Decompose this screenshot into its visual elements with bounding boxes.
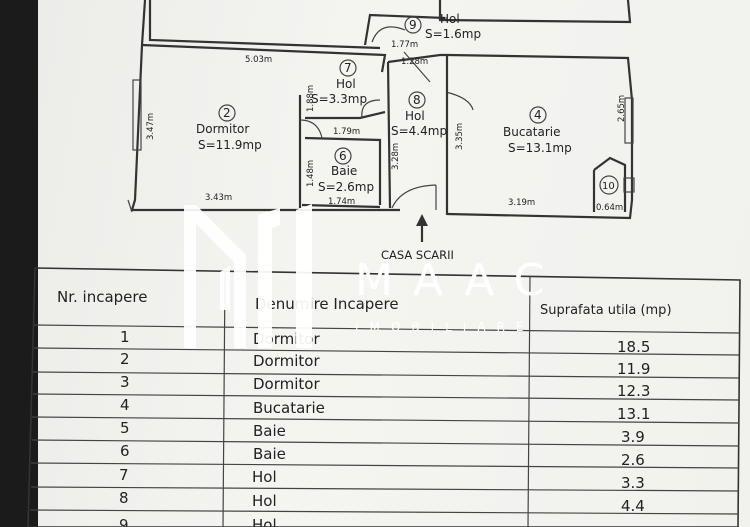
col-header-nr: Nr. incapere [57, 288, 147, 306]
watermark-brand: MAAC [355, 255, 564, 306]
dimension-labels: 5.03m 3.47m 3.43m 1.88m 1.79m 1.48m 1.74… [146, 40, 627, 213]
row-nr: 7 [119, 466, 129, 484]
room-8-area: S=4.4mp [391, 124, 447, 138]
col-header-area: Suprafata utila (mp) [540, 303, 672, 318]
row-name: Hol [252, 516, 277, 527]
room-4-area: S=13.1mp [508, 141, 572, 155]
room-4-name: Bucatarie [503, 125, 561, 139]
dim-label: 1.74m [328, 197, 355, 207]
room-6-area: S=2.6mp [318, 180, 374, 194]
dim-label: 1.88m [306, 85, 316, 112]
row-name: Bucatarie [253, 399, 325, 417]
dim-label: 3.19m [508, 198, 535, 208]
row-name: Hol [252, 468, 277, 486]
row-name: Hol [252, 492, 277, 510]
col-header-name: Denumire Incapere [255, 295, 399, 313]
dim-label: 3.47m [146, 113, 156, 140]
row-area: 11.9 [617, 360, 650, 378]
row-area: 12.3 [617, 382, 650, 400]
room-6-name: Baie [331, 164, 357, 178]
row-area: 18.5 [617, 338, 650, 356]
dim-label: 0.64m [596, 203, 623, 213]
rooms-table: Nr. incapere Denumire Incapere Suprafata… [27, 267, 741, 527]
row-nr: 4 [120, 396, 130, 414]
row-name: Baie [253, 422, 286, 440]
dim-label: 1.28m [401, 57, 428, 67]
row-nr: 9 [119, 516, 129, 527]
room-6-number: 6 [339, 149, 347, 163]
row-name: Dormitor [253, 352, 320, 370]
row-nr: 2 [120, 350, 130, 368]
row-area: 3.3 [621, 474, 645, 492]
row-area: 4.4 [621, 497, 645, 515]
row-area: 2.6 [621, 451, 645, 469]
row-area: 13.1 [617, 405, 650, 423]
row-nr: 5 [120, 419, 130, 437]
room-2-number: 2 [223, 106, 231, 120]
row-nr: 1 [120, 328, 130, 346]
row-nr: 6 [120, 442, 130, 460]
watermark-tagline: IMOBILIARE [355, 320, 534, 334]
dim-label: 1.79m [333, 127, 360, 137]
dim-label: 1.48m [306, 160, 316, 187]
dim-label: 3.35m [455, 123, 465, 150]
room-9-name: Hol [440, 12, 460, 26]
room-4-number: 4 [534, 108, 542, 122]
row-name: Dormitor [253, 375, 320, 393]
row-nr: 3 [120, 373, 130, 391]
dim-label: 2.65m [617, 95, 627, 122]
dim-label: 5.03m [245, 55, 272, 65]
room-9-number: 9 [409, 18, 417, 32]
room-labels: 2 Dormitor S=11.9mp 4 Bucatarie S=13.1mp… [196, 12, 619, 195]
room-2-area: S=11.9mp [198, 138, 262, 152]
dim-label: 3.43m [205, 193, 232, 203]
room-7-name: Hol [336, 77, 356, 91]
room-2-name: Dormitor [196, 122, 249, 136]
room-8-number: 8 [413, 93, 421, 107]
row-nr: 8 [119, 489, 129, 507]
stair-label: CASA SCARII [381, 248, 454, 262]
dim-label: 3.28m [391, 143, 401, 170]
room-10-number: 10 [602, 181, 615, 192]
room-7-number: 7 [344, 61, 352, 75]
row-name: Baie [253, 445, 286, 463]
row-area: 3.9 [621, 428, 645, 446]
dim-label: 1.77m [391, 40, 418, 50]
floor-plan [127, 0, 635, 242]
room-9-area: S=1.6mp [425, 27, 481, 41]
room-7-area: S=3.3mp [311, 92, 367, 106]
maac-logo-watermark: MAAC IMOBILIARE [184, 204, 564, 348]
room-8-name: Hol [405, 109, 425, 123]
